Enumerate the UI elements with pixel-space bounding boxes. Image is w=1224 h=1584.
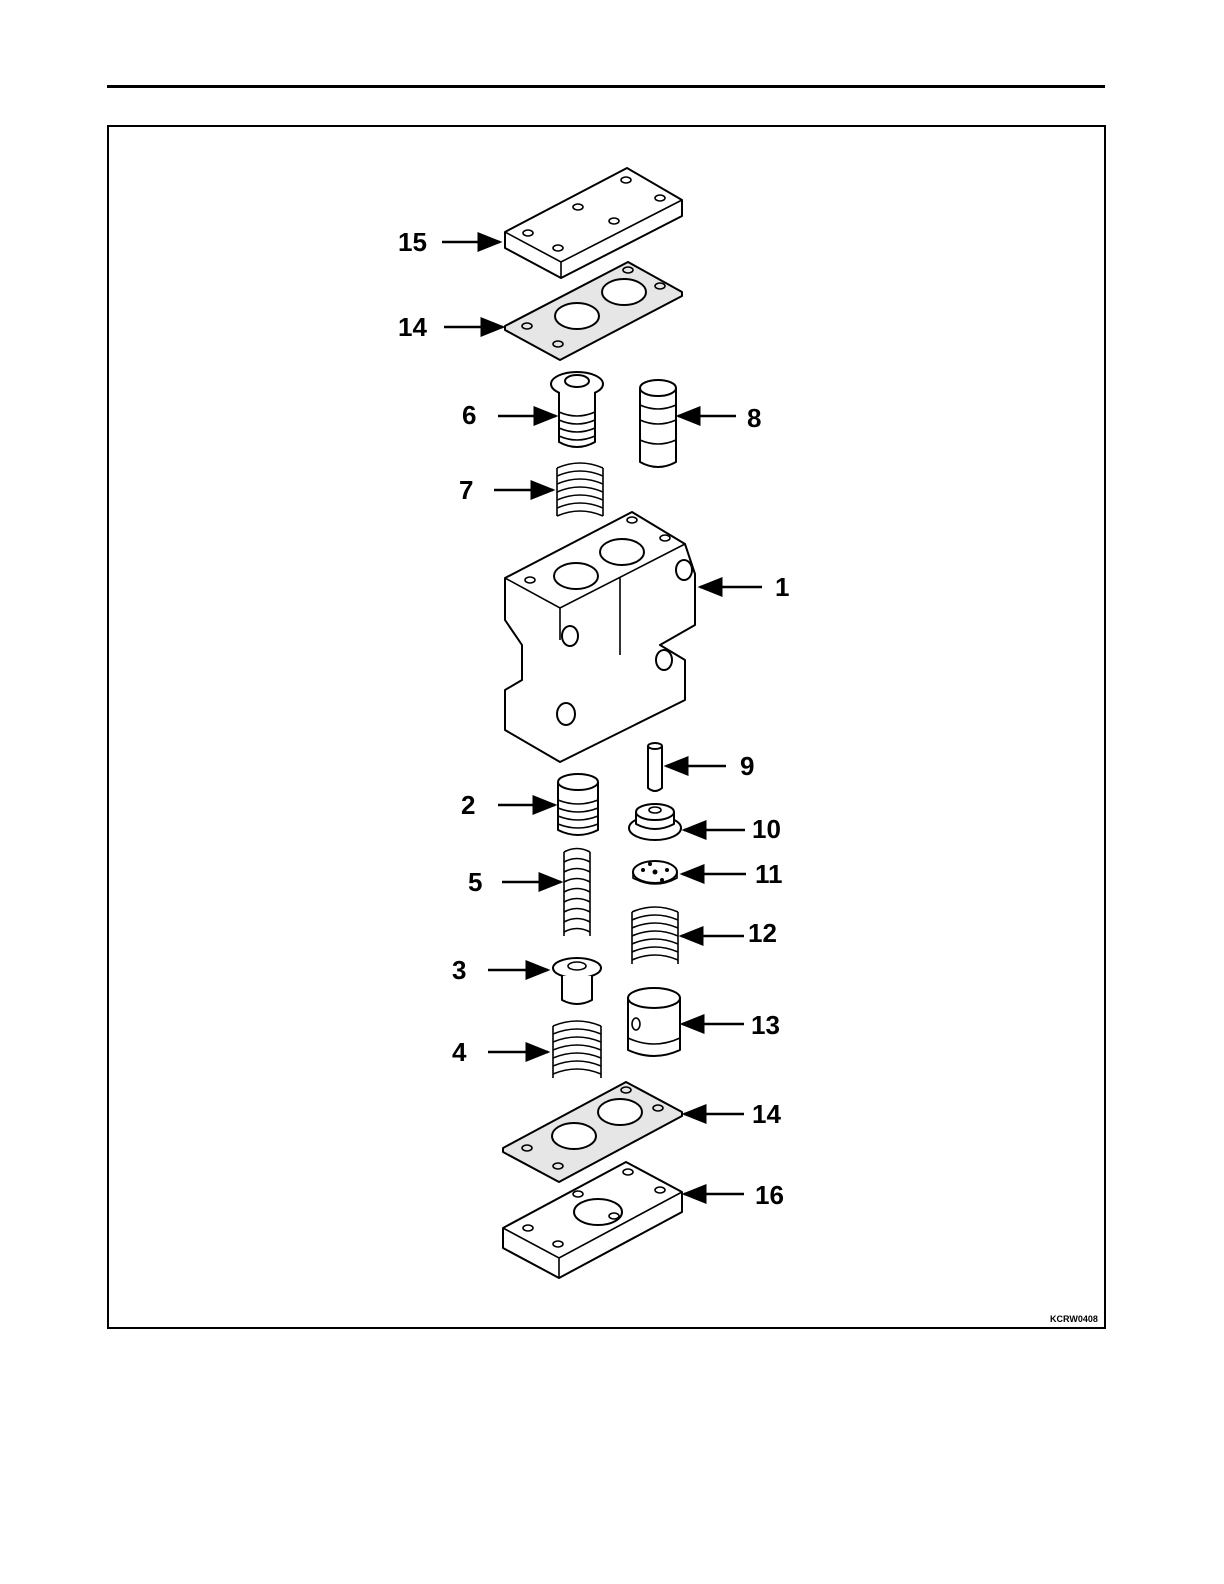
callout-3: 3 bbox=[452, 955, 466, 985]
callout-16: 16 bbox=[755, 1180, 784, 1210]
part-7-spring bbox=[557, 463, 603, 516]
callout-10: 10 bbox=[752, 814, 781, 844]
part-15-cover-plate bbox=[505, 168, 682, 278]
figure-code: KCRW0408 bbox=[1050, 1314, 1098, 1324]
part-2-piston bbox=[558, 774, 598, 835]
part-4-spring bbox=[553, 1021, 601, 1078]
part-3-retainer bbox=[553, 958, 601, 1004]
callout-5: 5 bbox=[468, 867, 482, 897]
part-5-spring bbox=[564, 849, 590, 937]
callout-11: 11 bbox=[755, 859, 783, 889]
part-6-valve bbox=[551, 372, 603, 447]
callout-14-lower: 14 bbox=[752, 1099, 781, 1129]
part-13-sleeve bbox=[628, 988, 680, 1056]
part-8-plunger bbox=[640, 380, 676, 467]
part-14-gasket-lower bbox=[503, 1082, 682, 1182]
callout-15: 15 bbox=[398, 227, 427, 257]
callout-14-upper: 14 bbox=[398, 312, 427, 342]
callout-2: 2 bbox=[461, 790, 475, 820]
callout-7: 7 bbox=[459, 475, 473, 505]
callout-4: 4 bbox=[452, 1037, 467, 1067]
part-11-disc bbox=[633, 861, 677, 884]
part-1-valve-body bbox=[505, 512, 695, 762]
callout-9: 9 bbox=[740, 751, 754, 781]
callout-12: 12 bbox=[748, 918, 777, 948]
part-9-pin bbox=[648, 743, 662, 791]
callout-8: 8 bbox=[747, 403, 761, 433]
callout-13: 13 bbox=[751, 1010, 780, 1040]
part-14-gasket-upper bbox=[505, 262, 682, 360]
part-12-spring bbox=[632, 907, 678, 964]
callout-6: 6 bbox=[462, 400, 476, 430]
part-10-plug bbox=[629, 804, 681, 840]
part-16-bottom-cover bbox=[503, 1162, 682, 1278]
callout-1: 1 bbox=[775, 572, 789, 602]
